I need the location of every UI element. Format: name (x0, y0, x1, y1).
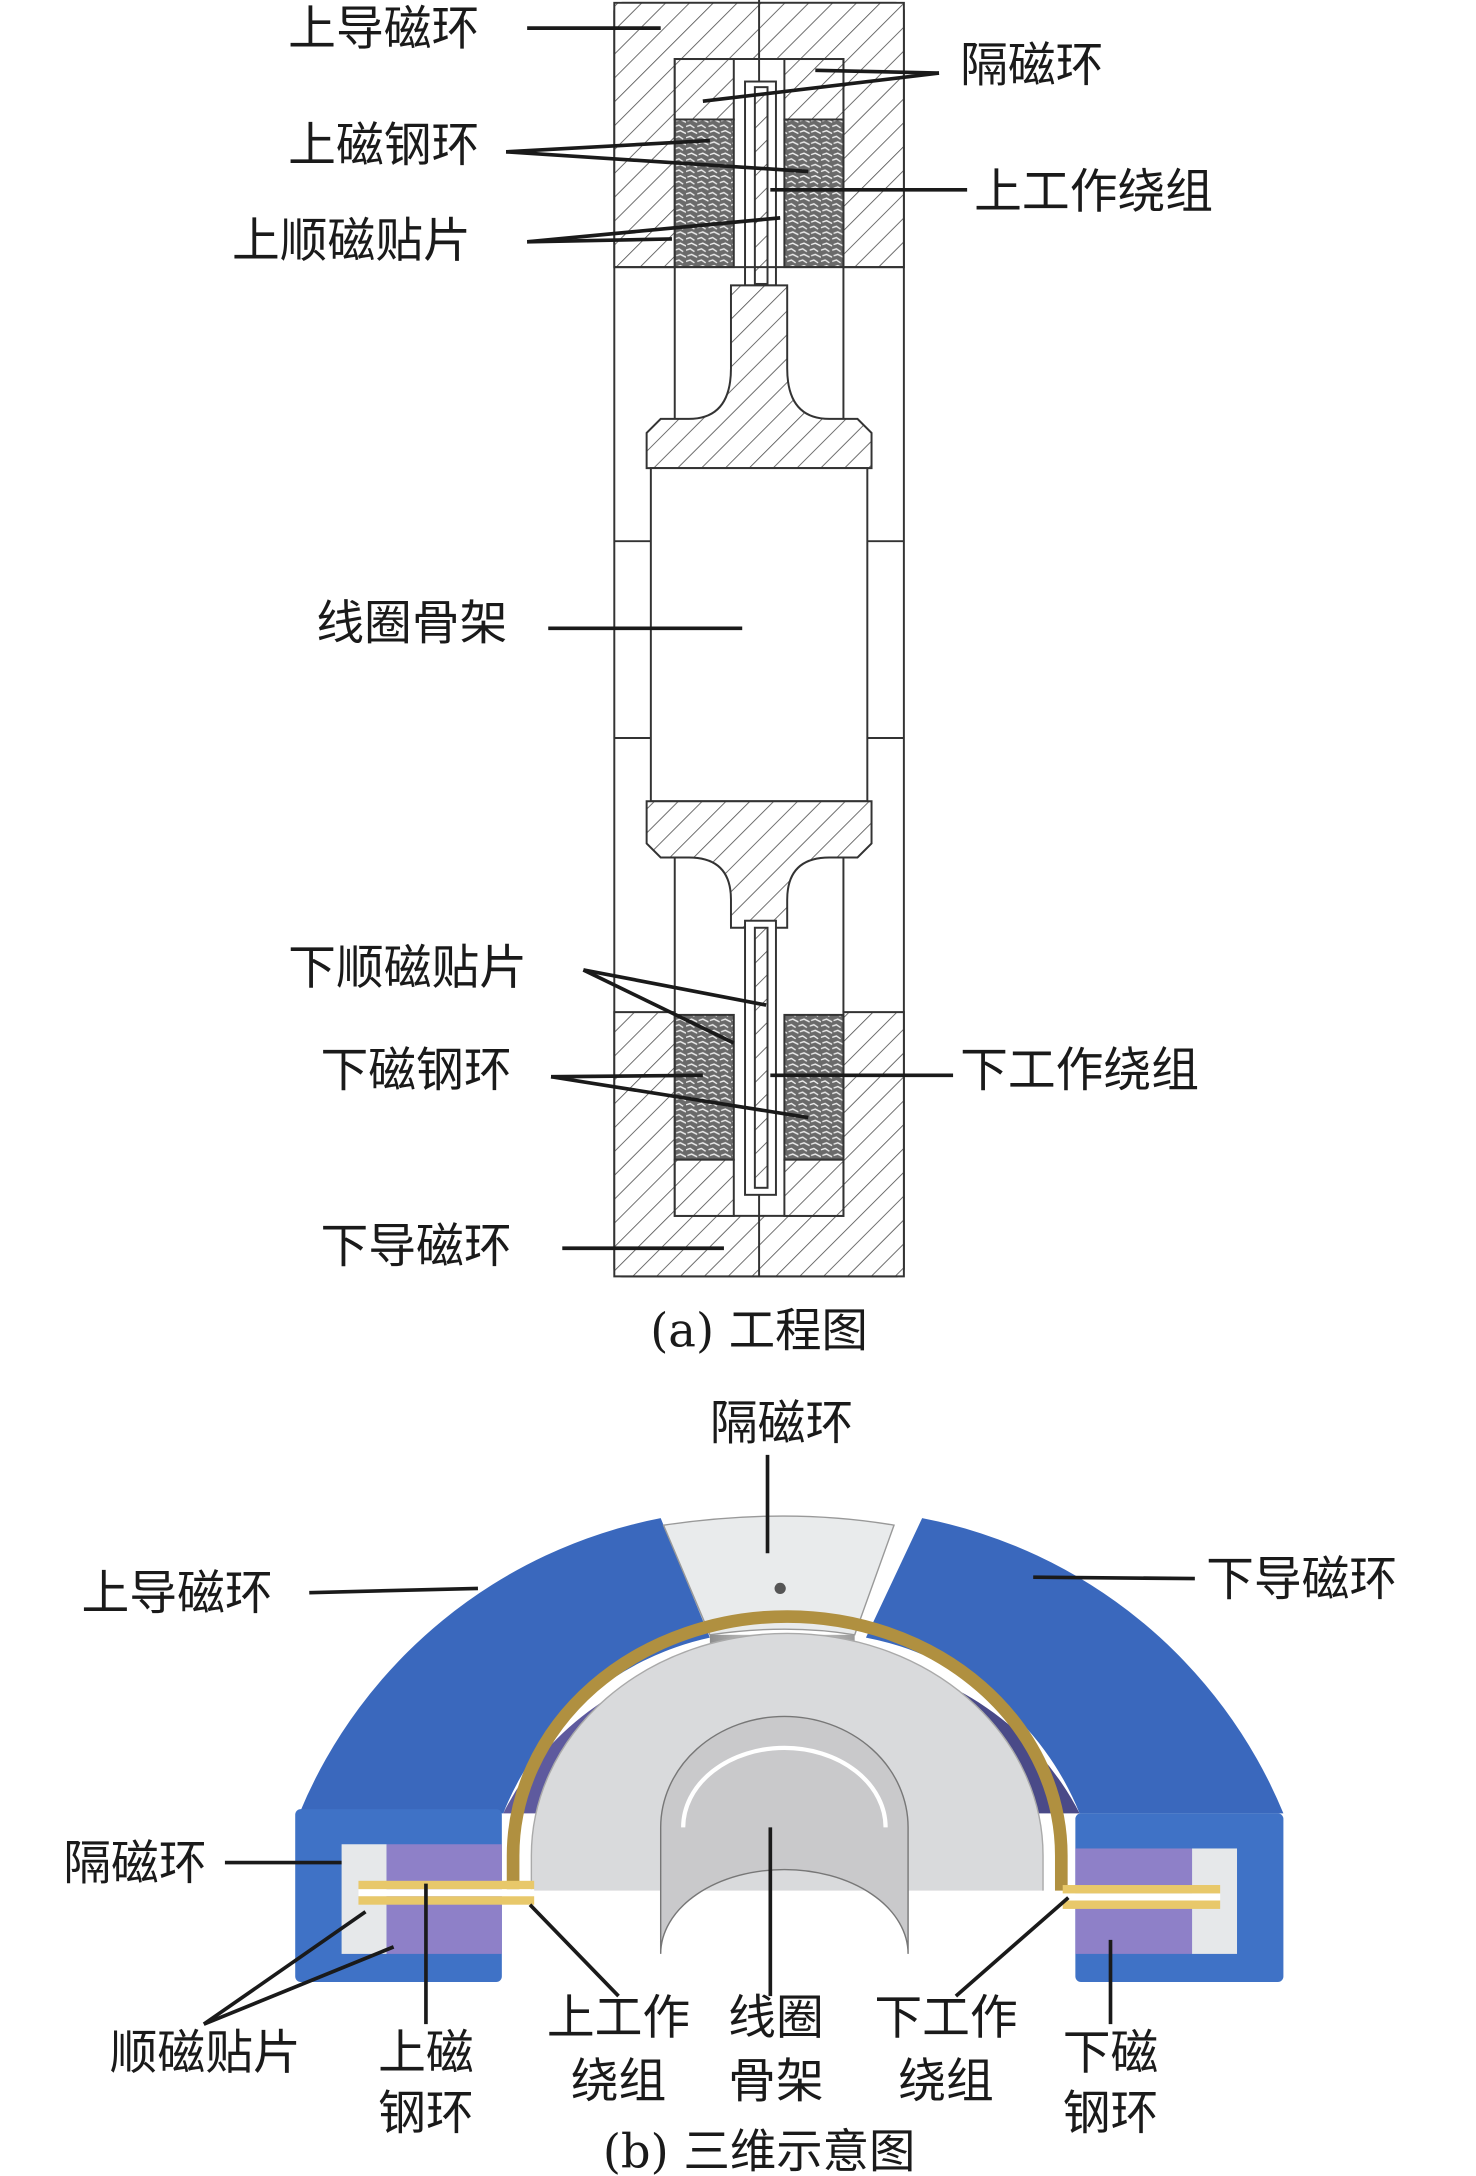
lower-paramagnetic-patch (753, 926, 769, 1189)
upper-isolation-ring-left (673, 58, 735, 121)
upper-guide-ring-3d (299, 1518, 710, 1814)
label-lower-guide-ring: 下导磁环 (321, 1219, 512, 1274)
lower-magnet-right (783, 1013, 845, 1161)
label-upper-working-winding: 上工作绕组 (974, 165, 1213, 220)
leader-lines-a (505, 26, 968, 1251)
label-coil-former: 线圈骨架 (316, 597, 507, 652)
label-coil-former-line2: 骨架 (728, 2054, 824, 2109)
label-upper-magnet-line1: 上磁 (378, 2026, 474, 2081)
isolation-ring-3d (662, 1515, 895, 1636)
caption-a: (a) 工程图 (650, 1304, 868, 1358)
label-upper-magnet-line2: 钢环 (378, 2087, 474, 2142)
label-upper-magnet-ring: 上磁钢环 (288, 119, 479, 174)
coil-former-3d (659, 1715, 909, 1954)
upper-magnet-left (673, 118, 735, 269)
label-lower-magnet-line2: 钢环 (1063, 2087, 1159, 2142)
label-coil-former-line1: 线圈 (728, 1991, 824, 2046)
upper-magnet-right (783, 118, 845, 269)
coil-former-body (649, 467, 869, 803)
label-lower-working-winding: 下工作绕组 (960, 1044, 1199, 1099)
label-isolation-ring-left: 隔磁环 (63, 1836, 206, 1891)
label-lower-winding-line2: 绕组 (898, 2054, 994, 2109)
label-lower-magnet-ring: 下磁钢环 (321, 1044, 512, 1099)
3d-schematic: 隔磁环 上导磁环 下导磁环 隔磁环 顺磁贴片 上磁 钢环 上工作 绕组 线圈 骨… (63, 1396, 1397, 2176)
upper-paramagnetic-patch (753, 86, 769, 285)
label-paramagnetic-patch: 顺磁贴片 (110, 2026, 301, 2081)
engineering-drawing: 上导磁环 隔磁环 上磁钢环 上工作绕组 上顺磁贴片 线圈骨架 下顺磁贴片 下磁钢… (232, 0, 1213, 1358)
label-isolation-ring: 隔磁环 (960, 39, 1103, 94)
caption-b: (b) 三维示意图 (603, 2125, 916, 2176)
winding-ring-3d (506, 1610, 1068, 1891)
label-lower-winding-line1: 下工作 (874, 1991, 1017, 2046)
label-upper-guide-ring: 上导磁环 (288, 2, 479, 57)
lower-magnet-left (673, 1013, 735, 1161)
label-isolation-ring-top: 隔磁环 (710, 1396, 853, 1451)
coil-former-lower-hub (645, 800, 873, 929)
label-upper-guide-ring-3d: 上导磁环 (82, 1567, 273, 1622)
coil-former-upper-hub (645, 284, 873, 470)
leader-lines-b (202, 1454, 1195, 2026)
label-upper-paramagnetic-patch: 上顺磁贴片 (232, 214, 471, 269)
lower-guide-ring-3d (865, 1518, 1284, 1814)
label-lower-paramagnetic-patch: 下顺磁贴片 (288, 941, 527, 996)
label-lower-magnet-line1: 下磁 (1063, 2026, 1159, 2081)
label-upper-winding-line2: 绕组 (571, 2054, 667, 2109)
label-upper-winding-line1: 上工作 (547, 1991, 690, 2046)
label-lower-guide-ring-3d: 下导磁环 (1206, 1552, 1397, 1607)
